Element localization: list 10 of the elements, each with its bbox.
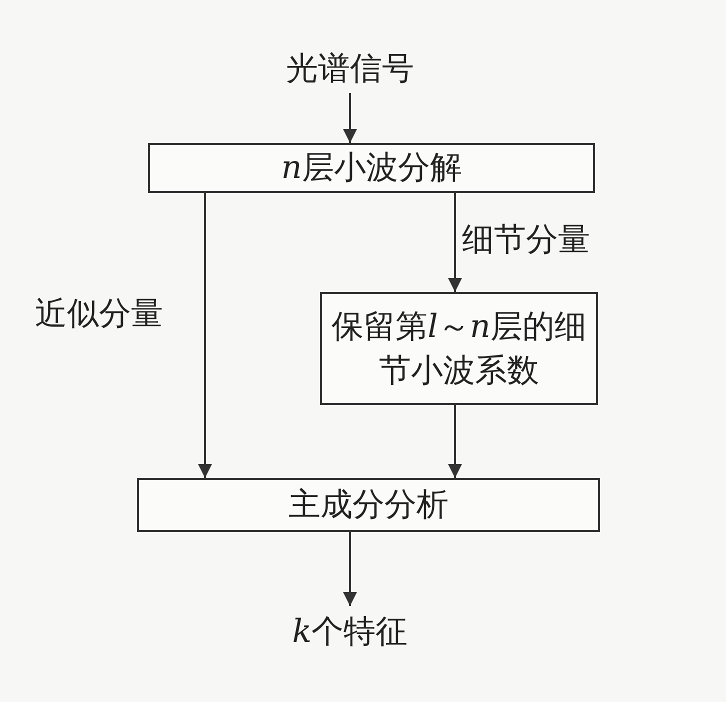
output-text: k个特征 [265,606,435,658]
process-box: 保留第l～n层的细节小波系数 [320,292,598,405]
arrow [448,405,462,478]
arrow [343,93,357,143]
process-box: n层小波分解 [148,143,595,193]
process-box: 主成分分析 [137,478,600,532]
arrow [448,193,462,292]
arrow [198,193,212,478]
signal-text: 光谱信号 [255,45,445,93]
arrow [343,532,357,606]
